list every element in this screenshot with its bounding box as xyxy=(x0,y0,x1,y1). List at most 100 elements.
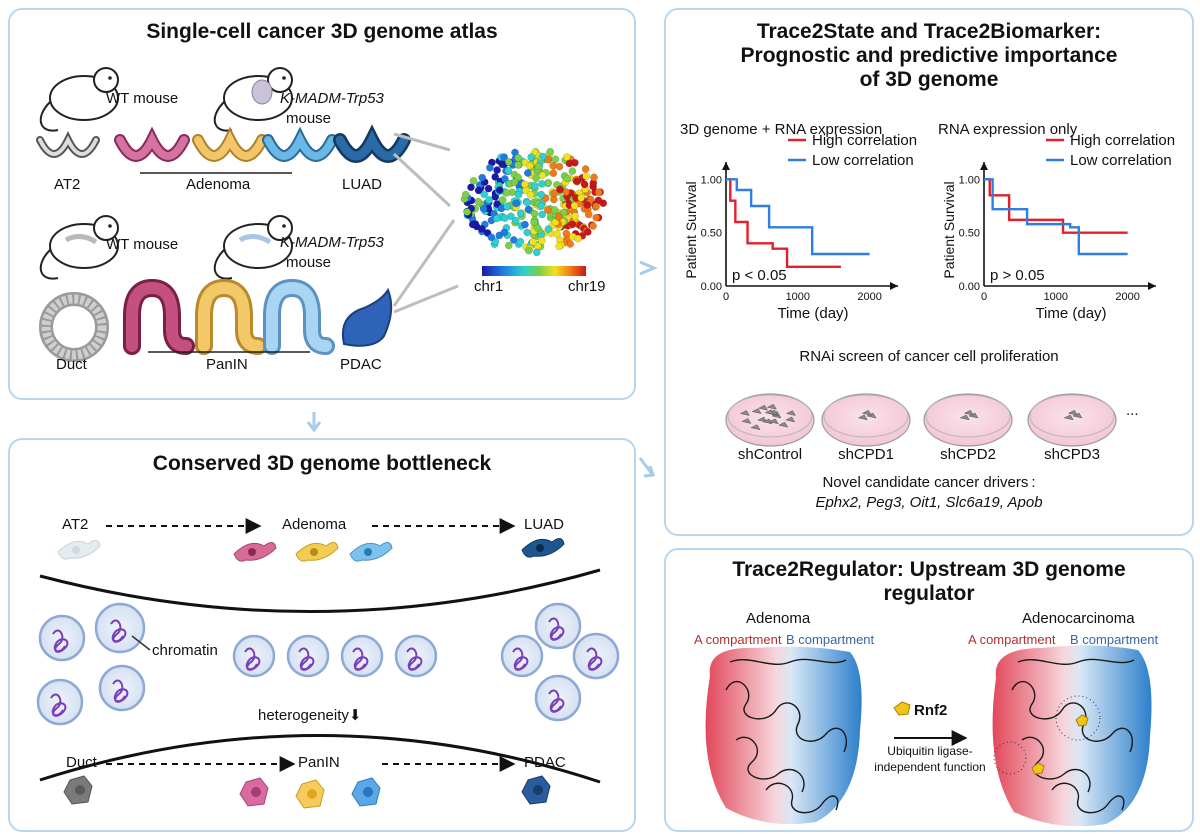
rnf2-pentagon-icon xyxy=(893,701,911,716)
arrow-diagonal-icon xyxy=(638,457,656,478)
dish-ellipsis: ... xyxy=(1126,402,1139,419)
bead xyxy=(511,148,519,157)
bead xyxy=(530,218,538,226)
bead xyxy=(527,153,536,162)
adenocarcinoma-title: Adenocarcinoma xyxy=(1022,610,1135,627)
bead xyxy=(582,172,590,181)
chromatin-icon xyxy=(548,617,565,641)
bead xyxy=(538,171,547,180)
cell-duct-icon xyxy=(63,775,93,805)
bead xyxy=(510,178,519,186)
cell-adenoma-pink-icon xyxy=(233,542,277,562)
bead xyxy=(467,183,475,192)
km-series-line xyxy=(984,178,1128,256)
bead xyxy=(599,199,608,208)
km-x-tick-label: 1000 xyxy=(786,291,810,303)
cell-icon xyxy=(764,409,775,416)
bead xyxy=(504,158,513,166)
cell-icon xyxy=(861,409,872,416)
km-x-tick-label: 0 xyxy=(723,291,729,303)
stage-duct: Duct xyxy=(56,356,87,373)
cell-icon xyxy=(784,416,796,423)
cell-adenoma-yellow-icon xyxy=(295,542,339,562)
lung-model-mouse-suffix: mouse xyxy=(286,110,332,127)
km-y-tick-label: 0.00 xyxy=(959,281,980,293)
bead xyxy=(544,225,553,233)
bn-stage-pdac: PDAC xyxy=(524,754,566,771)
bead xyxy=(549,169,558,178)
regulator-title-line-1: Trace2Regulator: Upstream 3D genome xyxy=(732,558,1126,581)
bead xyxy=(504,241,513,250)
down-arrow-icon: ⬇ xyxy=(348,707,362,724)
stage-at2: AT2 xyxy=(54,176,81,193)
bead xyxy=(461,190,470,199)
bead xyxy=(562,229,571,238)
bead xyxy=(511,216,520,225)
km-title: 3D genome + RNA expression xyxy=(680,121,882,138)
bead xyxy=(594,188,603,197)
km-y-axis-arrow-icon xyxy=(980,162,988,170)
bead xyxy=(514,161,522,169)
km-x-label: Time (day) xyxy=(1035,305,1106,322)
panin-pink-icon xyxy=(123,278,195,355)
heterogeneity-text: heterogeneity xyxy=(258,707,349,724)
cell-panin-yellow-icon xyxy=(295,779,325,809)
rnf2-marker-icon xyxy=(1031,762,1045,775)
chromatin-icon xyxy=(512,647,529,671)
bead xyxy=(563,153,571,161)
cell-panin-blue-icon xyxy=(351,777,381,807)
bead xyxy=(592,202,600,211)
model-mouse-icon-2 xyxy=(213,215,293,280)
3d-genome-structure xyxy=(460,147,608,257)
bead xyxy=(553,230,561,238)
pdac-icon xyxy=(342,287,393,347)
cell-icon xyxy=(963,409,974,416)
chromatin-icon xyxy=(244,647,261,671)
bead xyxy=(563,174,572,183)
pancreas-model-mouse-suffix: mouse xyxy=(286,254,332,271)
bead xyxy=(555,162,564,171)
km-pvalue: p > 0.05 xyxy=(990,267,1045,284)
cell-icon xyxy=(857,414,868,421)
rnf2-marker-icon xyxy=(1075,714,1089,727)
bead xyxy=(584,210,593,219)
connector-line xyxy=(392,219,456,307)
bead xyxy=(498,196,507,204)
chromatin-icon xyxy=(52,629,69,653)
dish-icon xyxy=(821,393,911,447)
atlas-panel: Single-cell cancer 3D genome atlas xyxy=(8,8,636,400)
bead xyxy=(577,193,586,202)
bead xyxy=(516,237,525,246)
chromosome-colorbar xyxy=(482,266,586,276)
bead xyxy=(474,197,483,206)
bottleneck-top-curve xyxy=(39,568,601,613)
km-y-tick-label: 0.00 xyxy=(701,281,722,293)
dish-label-2: shCPD2 xyxy=(940,446,996,463)
panin-blue-icon xyxy=(263,278,335,355)
arrow-down-icon xyxy=(306,412,322,433)
dish-rim xyxy=(1029,394,1115,438)
lung-model-mouse-label: K-MADM-Trp53 xyxy=(280,90,384,107)
cell-icon xyxy=(959,414,970,421)
km-y-label: Patient Survival xyxy=(683,181,699,278)
bead xyxy=(554,213,563,221)
stage-adenoma: Adenoma xyxy=(186,176,251,193)
colorbar-end-label: chr19 xyxy=(568,278,606,295)
km-y-tick-label: 1.00 xyxy=(701,174,722,186)
adenoma-b-compartment: B compartment xyxy=(786,632,875,647)
cell-icon xyxy=(1067,409,1078,416)
cell-pdac-icon xyxy=(521,775,551,805)
bn-stage-luad: LUAD xyxy=(524,516,565,533)
bead xyxy=(590,173,598,182)
chromatin-icon xyxy=(50,693,67,717)
cell-icon xyxy=(757,404,769,411)
bead xyxy=(487,233,496,242)
bead xyxy=(514,190,523,199)
cell-icon xyxy=(741,418,752,424)
cell-luad-icon xyxy=(521,538,565,558)
cell-at2-icon xyxy=(57,540,101,560)
bead xyxy=(549,161,558,170)
pancreas-wt-mouse-label: WT mouse xyxy=(106,236,179,253)
dish-icon xyxy=(923,393,1013,447)
